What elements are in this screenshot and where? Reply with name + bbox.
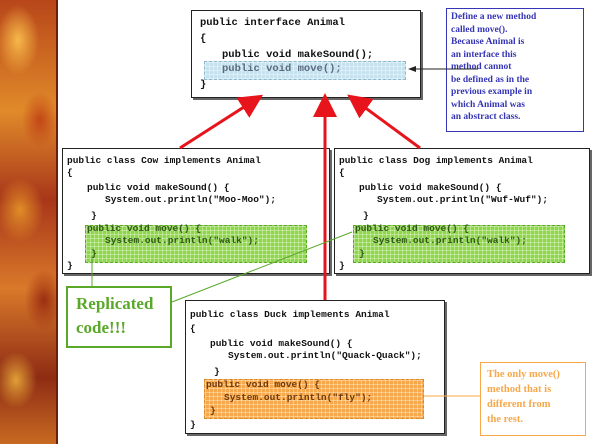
code-line: public void move() {: [87, 223, 202, 234]
note-line: which Animal was: [451, 99, 525, 110]
note-define-move: Define a new method called move(). Becau…: [446, 8, 584, 132]
code-line: }: [210, 405, 216, 416]
note-line: method that is: [487, 384, 552, 395]
note-line: an abstract class.: [451, 112, 521, 122]
code-line: public void makeSound() {: [359, 182, 502, 193]
code-line: }: [359, 248, 365, 259]
code-line: }: [214, 366, 220, 377]
code-line: }: [363, 210, 369, 221]
code-line: public void move() {: [355, 223, 470, 234]
note-line: Because Animal is: [451, 37, 525, 47]
note-line: Replicated: [76, 294, 154, 313]
interface-move-highlight: [204, 61, 406, 80]
code-line: System.out.println("walk");: [373, 235, 527, 246]
code-line: }: [91, 248, 97, 259]
code-line: {: [67, 167, 73, 178]
code-line: {: [339, 167, 345, 178]
note-line: Define a new method: [451, 12, 537, 22]
code-line: public class Cow implements Animal: [67, 155, 261, 166]
note-line: code!!!: [76, 318, 127, 337]
code-line: public class Dog implements Animal: [339, 155, 533, 166]
duck-move-highlight: [204, 379, 424, 419]
autumn-leaves-decoration: [0, 0, 58, 444]
code-line: {: [200, 33, 207, 45]
code-line: System.out.println("Quack-Quack");: [228, 350, 422, 361]
note-line: different from: [487, 399, 551, 410]
code-line: public void move() {: [206, 379, 321, 390]
code-line: public void move();: [222, 63, 342, 75]
code-line: }: [339, 260, 345, 271]
code-line: public class Duck implements Animal: [190, 309, 390, 320]
note-line: the rest.: [487, 414, 523, 425]
code-line: System.out.println("walk");: [105, 235, 259, 246]
cow-class-box: public class Cow implements Animal { pub…: [62, 148, 330, 274]
decoration-edge: [56, 0, 58, 444]
note-only-different: The only move() method that is different…: [480, 362, 586, 436]
code-line: public void makeSound() {: [87, 182, 230, 193]
code-line: }: [190, 419, 196, 430]
replicated-to-dog-pointer: [171, 231, 353, 303]
dog-implements-arrow: [347, 94, 421, 150]
code-line: System.out.println("Wuf-Wuf");: [377, 194, 549, 205]
note-line: The only move(): [487, 369, 560, 380]
code-line: {: [190, 323, 196, 334]
code-line: public void makeSound();: [222, 49, 374, 61]
note-line: previous example in: [451, 87, 533, 97]
note-line: method cannot: [451, 62, 512, 72]
code-line: public interface Animal: [200, 17, 345, 29]
code-line: }: [200, 79, 207, 91]
cow-implements-arrow: [179, 94, 264, 150]
code-line: System.out.println("fly");: [224, 392, 373, 403]
code-line: }: [91, 210, 97, 221]
code-line: System.out.println("Moo-Moo");: [105, 194, 277, 205]
note-line: an interface this: [451, 49, 517, 60]
note-replicated-code: Replicated code!!!: [66, 286, 172, 348]
dog-class-box: public class Dog implements Animal { pub…: [334, 148, 590, 274]
code-line: public void makeSound() {: [210, 338, 353, 349]
dog-move-highlight: [353, 225, 565, 263]
duck-class-box: public class Duck implements Animal { pu…: [185, 300, 445, 434]
interface-animal-box: public interface Animal { public void ma…: [191, 10, 421, 98]
note-line: called move().: [451, 24, 508, 35]
code-line: }: [67, 260, 73, 271]
note-line: be defined as in the: [451, 74, 530, 85]
cow-move-highlight: [85, 225, 307, 263]
